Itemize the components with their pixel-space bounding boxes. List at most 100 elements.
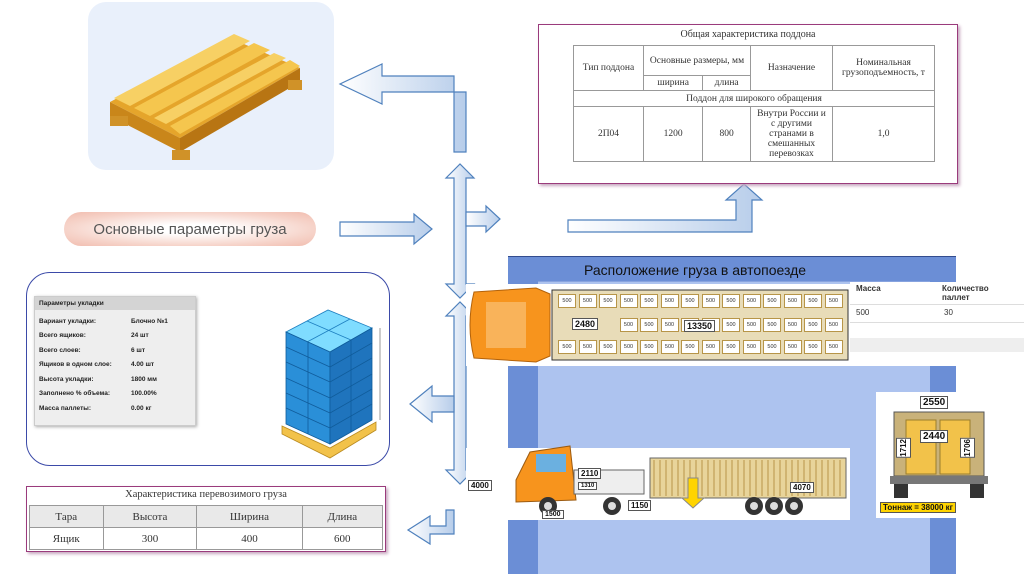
- loading-param-row: Ящиков в одном слое: 4.00 шт: [35, 358, 195, 373]
- arrow-to-load-params: [409, 384, 455, 424]
- pallet-box: 500: [660, 318, 679, 332]
- cell-width: 1200: [642, 106, 704, 162]
- arrow-to-cargo-table: [406, 509, 455, 546]
- pallet-box: 500: [558, 294, 576, 308]
- cargo-table-title: Характеристика перевозимого груза: [125, 489, 287, 500]
- header-purpose: Назначение: [750, 45, 833, 91]
- cargo-header-tara: Тара: [29, 505, 104, 528]
- loading-param-row: Вариант укладки: Блочно №1: [35, 314, 195, 329]
- arrow-to-pallet-spec: [567, 183, 764, 233]
- dim-4000: 4000: [468, 480, 492, 491]
- loading-param-value: 4.00 шт: [131, 361, 155, 369]
- pallet-box: 500: [783, 318, 802, 332]
- section-title: Поддон для широкого обращения: [573, 90, 935, 107]
- loading-param-value: 100.00%: [131, 390, 157, 398]
- pallet-box: 500: [763, 294, 781, 308]
- loading-param-value: 6 шт: [131, 346, 146, 354]
- header-length: длина: [702, 75, 751, 91]
- pallet-spec-card: Общая характеристика поддона Тип поддона…: [538, 24, 958, 184]
- loading-param-key: Ящиков в одном слое:: [39, 361, 112, 369]
- arrow-to-truck-small: [465, 204, 501, 234]
- pallet-box: 500: [783, 294, 802, 308]
- pallet-box: 500: [783, 340, 802, 354]
- pallet-box: 500: [804, 294, 822, 308]
- loading-param-row: Всего ящиков: 24 шт: [35, 329, 195, 344]
- header-main-sizes: Основные размеры, мм: [643, 45, 751, 76]
- loading-param-row: Заполнено % объема: 100.00%: [35, 387, 195, 402]
- pallet-box: 500: [824, 318, 843, 332]
- loading-param-key: Вариант укладки:: [39, 317, 97, 325]
- loading-param-key: Высота укладки:: [39, 375, 94, 383]
- loading-param-value: Блочно №1: [131, 317, 168, 325]
- cargo-characteristics-card: Характеристика перевозимого груза Тара В…: [26, 486, 386, 552]
- loading-param-value: 0.00 кг: [131, 404, 152, 412]
- tonnage-label: Тоннаж = 38000 кг: [880, 502, 956, 513]
- loading-param-value: 24 шт: [131, 332, 149, 340]
- pallet-box: 500: [722, 294, 740, 308]
- pallet-box: 500: [742, 340, 761, 354]
- dim-2550: 2550: [920, 396, 949, 409]
- cell-length: 800: [702, 106, 751, 162]
- cargo-cell-tara: Ящик: [29, 527, 104, 550]
- dim-1706: 1706: [960, 438, 975, 458]
- pallet-box: 500: [619, 340, 638, 354]
- cell-capacity: 1,0: [832, 106, 935, 162]
- pallet-box: 500: [824, 340, 843, 354]
- pallet-box: 500: [742, 318, 761, 332]
- loading-param-key: Всего ящиков:: [39, 332, 86, 340]
- pallet-box: 500: [681, 340, 699, 354]
- dim-13350: 13350: [684, 320, 716, 332]
- pallet-box: 500: [722, 318, 740, 332]
- pallet-box: 500: [640, 340, 658, 354]
- pallet-box: 500: [804, 340, 822, 354]
- loading-param-row: Масса паллеты: 0.00 кг: [35, 401, 195, 416]
- pallet-box: 500: [681, 294, 699, 308]
- loading-param-row: Высота укладки: 1800 мм: [35, 372, 195, 387]
- loading-param-key: Заполнено % объема:: [39, 390, 111, 398]
- mass-table: Масса Количество паллет 500 30: [850, 282, 1024, 366]
- pallet-box: 500: [722, 340, 740, 354]
- dim-2110: 2110: [578, 468, 602, 479]
- pallet-box: 500: [660, 340, 679, 354]
- cell-type: 2П04: [573, 106, 644, 162]
- pallet-box: 500: [558, 340, 576, 354]
- dim-4070: 4070: [790, 482, 814, 493]
- cell-purpose: Внутри России и с другими странами в сме…: [750, 106, 833, 162]
- arrow-to-pallet: [338, 63, 467, 153]
- dim-1310: 1310: [578, 482, 598, 490]
- boxes-on-pallet-illustration: [281, 309, 381, 459]
- header-width: ширина: [642, 75, 704, 91]
- pallet-image-panel: [88, 2, 334, 170]
- cargo-cell-width: 400: [196, 527, 303, 550]
- pallet-box: 500: [742, 294, 761, 308]
- header-capacity: Номинальная грузоподъемность, т: [832, 45, 935, 91]
- pallet-box: 500: [599, 294, 617, 308]
- wooden-pallet-illustration: [110, 34, 302, 160]
- count-header: Количество паллет: [942, 284, 989, 302]
- pallet-spec-title: Общая характеристика поддона: [680, 29, 816, 40]
- loading-param-value: 1800 мм: [131, 375, 157, 383]
- mass-header: Масса: [856, 284, 881, 293]
- dim-1150: 1150: [628, 500, 652, 511]
- arrow-label-to-center: [339, 212, 433, 246]
- cargo-cell-height: 300: [102, 527, 198, 550]
- cargo-params-label: Основные параметры груза: [64, 212, 316, 246]
- count-value: 30: [944, 308, 953, 317]
- cargo-header-height: Высота: [102, 505, 198, 528]
- cargo-header-length: Длина: [301, 505, 384, 528]
- cargo-table: Тара Высота Ширина Длина Ящик 300 400 60…: [29, 505, 384, 550]
- pallet-box: 500: [619, 318, 638, 332]
- pallet-box: 500: [578, 294, 597, 308]
- pallet-box: 500: [640, 318, 658, 332]
- pallet-box: 500: [804, 318, 822, 332]
- cargo-cell-length: 600: [301, 527, 384, 550]
- truck-side-view: 2110 1310 1150 4070 4000 1500: [466, 440, 850, 520]
- loading-param-key: Масса паллеты:: [39, 404, 91, 412]
- pallet-box: 500: [640, 294, 658, 308]
- loading-param-row: Всего слоев:6 шт: [35, 343, 195, 358]
- pallet-box: 500: [763, 340, 781, 354]
- loading-params-window: Параметры укладки Вариант укладки: Блочно…: [34, 296, 196, 426]
- pallet-box: 500: [660, 294, 679, 308]
- cargo-header-width: Ширина: [196, 505, 303, 528]
- loading-params-title: Параметры укладки: [35, 297, 195, 310]
